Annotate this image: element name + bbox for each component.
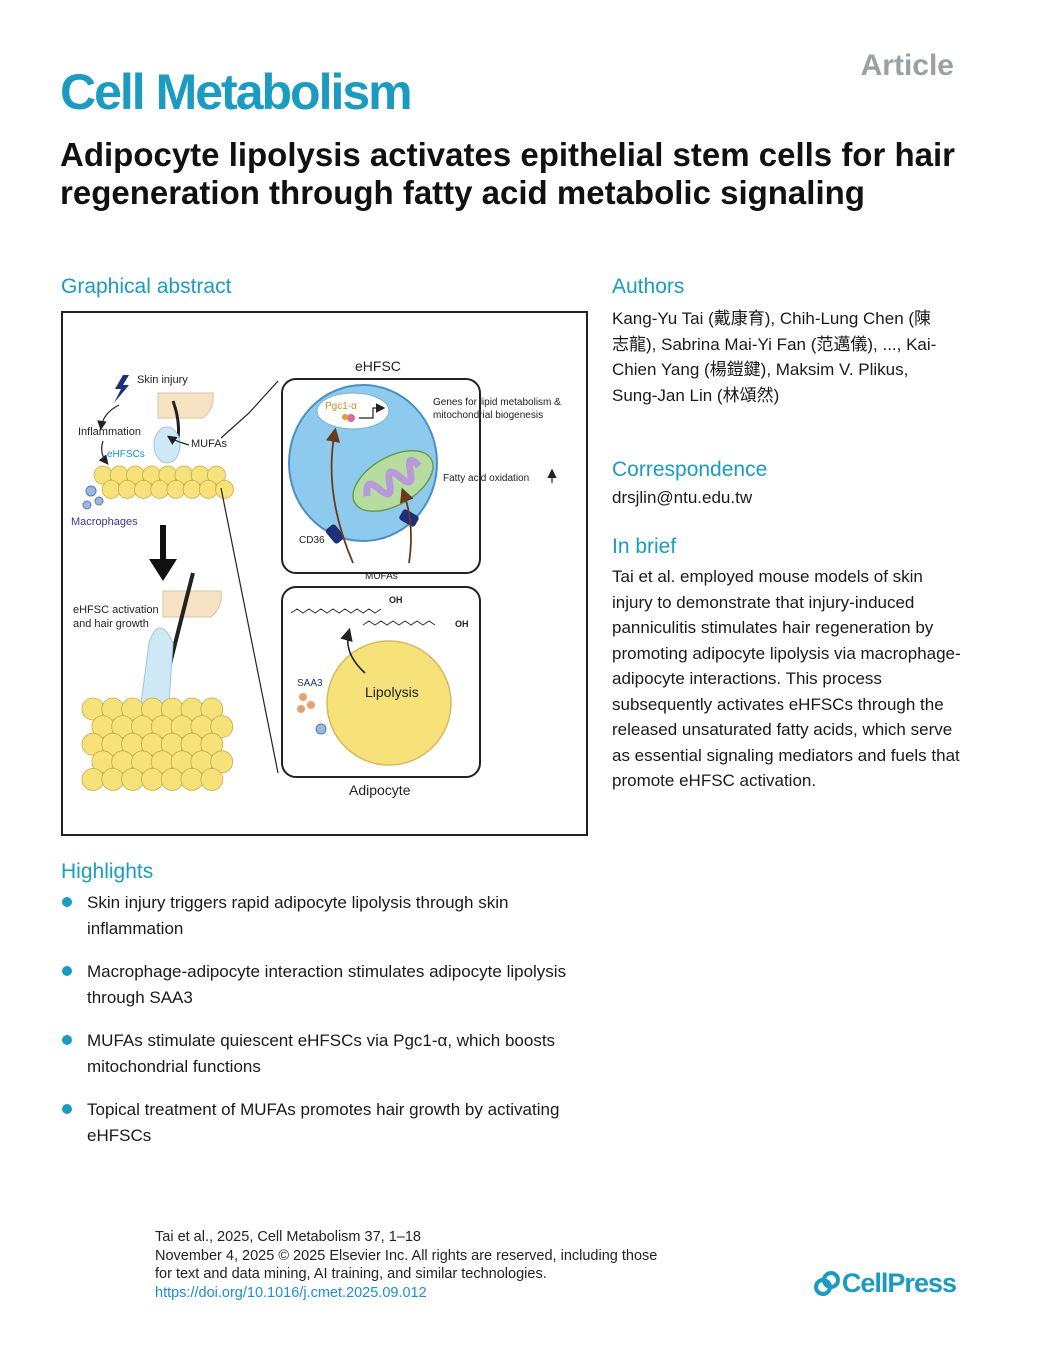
label-macrophages: Macrophages [71,516,138,528]
cellpress-wordmark: CellPress [841,1268,957,1298]
doi-link[interactable]: https://doi.org/10.1016/j.cmet.2025.09.0… [155,1284,427,1301]
lightning-icon [114,375,129,403]
fat-cell [198,479,218,499]
authors-list: Kang-Yu Tai (戴康育), Chih-Lung Chen (陳志龍),… [612,309,937,405]
highlight-item: Macrophage-adipocyte interaction stimula… [60,959,600,1010]
in-brief-heading: In brief [612,535,677,558]
ehfsc-panel [281,378,481,574]
fatty-acid-chain-1 [290,608,382,614]
label-ehfsc: eHFSC [355,358,401,374]
citation-line: Tai et al., 2025, Cell Metabolism 37, 1–… [155,1229,421,1245]
fat-cell [117,479,137,499]
adipocyte-cell [326,640,452,766]
bullet-icon [62,897,72,907]
label-skin-injury: Skin injury [137,374,188,386]
correspondence-email[interactable]: drsjlin@ntu.edu.tw [612,488,753,507]
down-arrow-icon [149,525,177,581]
fat-cell [200,767,224,791]
label-activation-line1: eHFSC activation [73,604,159,616]
label-fatty-acid-oxidation: Fatty acid oxidation [443,473,529,484]
graphical-abstract-figure: Skin injury Inflammation eHFSCs MUFAs Ma… [61,311,588,836]
highlight-item: Skin injury triggers rapid adipocyte lip… [60,890,600,941]
macrophage-cluster [82,485,104,510]
in-brief-text: Tai et al. employed mouse models of skin… [612,567,961,790]
cd36-receptor-left [325,524,345,544]
label-genes-line1: Genes for lipid metabolism & [433,397,561,408]
bullet-icon [62,966,72,976]
label-oh-1: OH [389,595,403,605]
fat-cell [141,767,164,791]
highlight-item: MUFAs stimulate quiescent eHFSCs via Pgc… [60,1028,600,1079]
fat-cell [210,715,234,739]
rights-line-2: for text and data mining, AI training, a… [155,1266,547,1282]
paper-title: Adipocyte lipolysis activates epithelial… [60,136,955,211]
saa3-particles [297,693,327,735]
citation-footer: Tai et al., 2025, Cell Metabolism 37, 1–… [155,1228,735,1302]
fat-cell [200,697,224,721]
fat-cell [200,732,224,756]
label-ehfscs: eHFSCs [107,449,145,460]
skin-follicle-top [153,392,214,464]
highlight-text: Macrophage-adipocyte interaction stimula… [87,962,567,1007]
journal-title: Cell Metabolism [60,64,413,120]
fat-cell [160,767,184,791]
adipocyte-panel [281,586,481,778]
highlight-text: MUFAs stimulate quiescent eHFSCs via Pgc… [87,1031,556,1076]
fat-cell [81,767,105,791]
label-pgc1a: Pgc1-α [325,401,357,412]
fat-cell [180,767,204,791]
fatty-acid-chain-2 [362,620,436,626]
label-genes-line2: mitochondrial biogenesis [433,410,543,421]
cellpress-logo-icon [813,1270,840,1296]
label-activation-line2: and hair growth [73,618,149,630]
fat-cell [134,479,153,499]
highlight-text: Topical treatment of MUFAs promotes hair… [87,1100,560,1145]
cellpress-logo: CellPress [812,1268,957,1299]
article-type-label: Article [860,49,954,82]
fat-cell [182,479,202,499]
correspondence-heading: Correspondence [612,458,768,481]
nucleus [316,392,390,430]
highlights-heading: Highlights [61,860,154,883]
authors-heading: Authors [612,275,685,298]
bullet-icon [62,1104,72,1114]
label-adipocyte: Adipocyte [349,782,411,798]
label-lipolysis: Lipolysis [365,684,419,700]
fat-cell [150,479,170,499]
label-cd36: CD36 [299,535,325,546]
label-saa3: SAA3 [297,678,323,689]
label-oh-2: OH [455,619,469,629]
fat-cell [210,750,234,774]
graphical-abstract-heading: Graphical abstract [61,275,232,298]
highlight-item: Topical treatment of MUFAs promotes hair… [60,1097,600,1148]
fat-cell [121,767,144,791]
fat-cell [101,479,121,499]
fat-cell [206,465,226,485]
label-mufas-center: MUFAs [365,571,398,582]
label-inflammation: Inflammation [78,426,141,438]
fat-cell [215,479,234,499]
highlights-list: Skin injury triggers rapid adipocyte lip… [60,890,600,1166]
fat-cell [101,767,125,791]
label-mufas-left: MUFAs [191,438,228,450]
rights-line-1: November 4, 2025 © 2025 Elsevier Inc. Al… [155,1247,658,1264]
bullet-icon [62,1035,72,1045]
graphical-abstract-illustration: Skin injury Inflammation eHFSCs MUFAs Ma… [71,358,561,798]
fat-cluster-bottom [81,697,234,791]
highlight-text: Skin injury triggers rapid adipocyte lip… [87,893,509,938]
fat-cell [166,479,186,499]
fat-cluster-top [93,465,234,499]
